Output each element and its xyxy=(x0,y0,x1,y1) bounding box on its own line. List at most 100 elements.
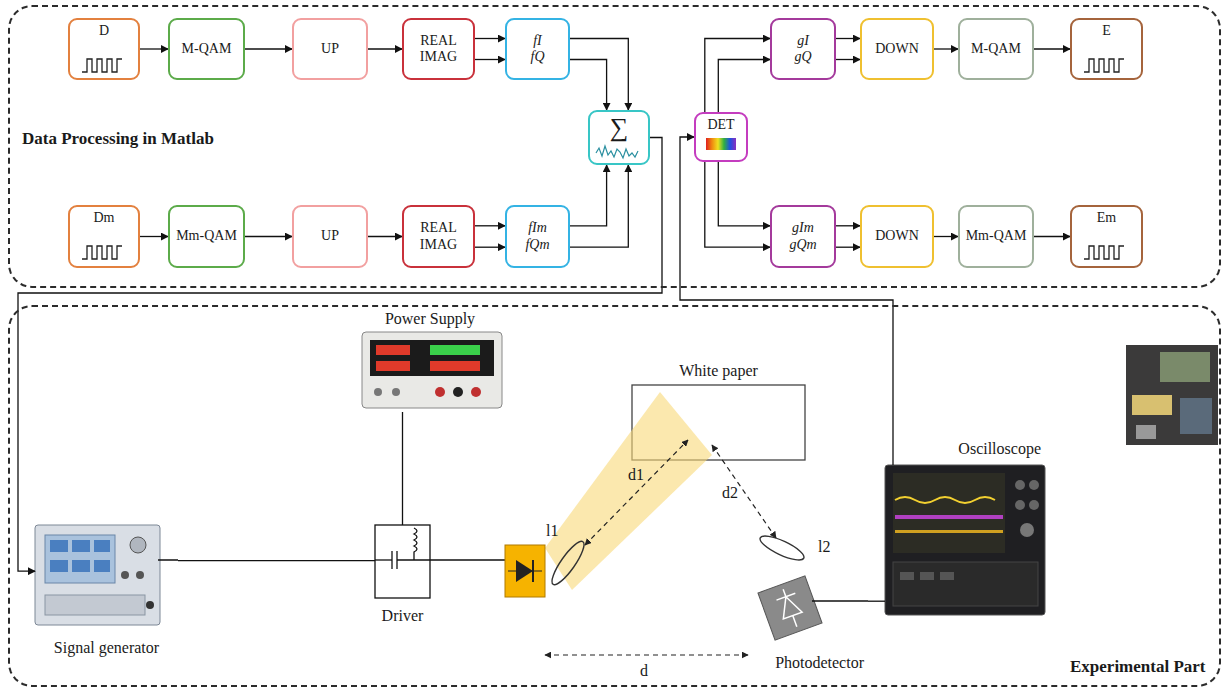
driver-circuit xyxy=(375,525,505,598)
equipment-label: Power Supply xyxy=(385,310,475,328)
signal-generator-image xyxy=(35,525,178,625)
arrow-connector xyxy=(934,48,958,49)
arrow-connector xyxy=(140,236,168,237)
power-supply-image xyxy=(435,387,445,397)
process-box: REAL IMAG xyxy=(402,18,475,80)
lens xyxy=(757,532,806,565)
oscilloscope-image xyxy=(1029,480,1039,490)
lab-photo xyxy=(1180,398,1212,434)
arrow-connector xyxy=(705,39,770,113)
driver-circuit xyxy=(375,525,430,598)
process-box: Dm xyxy=(68,205,140,268)
signal-generator-image xyxy=(146,601,154,609)
power-supply-image xyxy=(430,361,480,371)
box-label: Dm xyxy=(94,210,115,226)
waveform-icon xyxy=(596,146,638,158)
cable-line xyxy=(402,412,403,525)
arrow-connector xyxy=(934,236,958,237)
cable-line xyxy=(178,560,375,561)
box-label: DET xyxy=(707,117,734,133)
dimension-label: d xyxy=(640,662,648,680)
arrow-connector xyxy=(836,225,860,226)
signal-generator-image xyxy=(50,560,68,572)
oscilloscope-image xyxy=(895,530,1003,533)
oscilloscope-image xyxy=(1020,523,1034,537)
arrow-connector xyxy=(475,247,505,248)
square-wave-icons xyxy=(82,59,1124,259)
distance-arrow xyxy=(712,445,776,538)
box-label: UP xyxy=(321,228,339,244)
region-title: Experimental Part xyxy=(1070,657,1206,677)
process-box: M-QAM xyxy=(168,18,245,80)
equipment-item: Signal generator xyxy=(35,525,178,657)
arrow-connector xyxy=(570,60,607,111)
box-label: D xyxy=(99,23,109,39)
process-box: Em xyxy=(1070,205,1143,268)
signal-generator-image xyxy=(50,540,68,552)
arrow-connector xyxy=(245,48,292,49)
led-source xyxy=(505,545,545,597)
process-box: gIm gQm xyxy=(770,205,836,268)
oscilloscope-image xyxy=(900,572,914,580)
box-label: E xyxy=(1102,23,1111,39)
equipment-item: Power Supply xyxy=(355,310,505,412)
signal-generator-image xyxy=(121,571,129,579)
box-label: M-QAM xyxy=(971,41,1021,57)
equipment-label: Driver xyxy=(382,607,424,625)
power-supply-image xyxy=(374,388,382,396)
arrow-connector xyxy=(368,48,402,49)
square-wave-icons xyxy=(82,246,122,259)
power-supply-image xyxy=(370,340,494,376)
square-wave-icons xyxy=(1084,59,1124,72)
oscilloscope-image xyxy=(940,572,954,580)
arrow-connector xyxy=(475,38,505,39)
arrow-connector xyxy=(245,236,292,237)
driver-circuit xyxy=(375,559,392,560)
box-label: Em xyxy=(1097,210,1116,226)
equipment-label: Photodetector xyxy=(775,654,864,672)
signal-generator-image xyxy=(72,560,90,572)
dimension-label: d1 xyxy=(628,466,644,484)
box-label: DOWN xyxy=(875,228,919,244)
arrow-connector xyxy=(475,225,505,226)
arrow-connector xyxy=(18,138,662,572)
signal-generator-image xyxy=(94,540,110,552)
arrow-connector xyxy=(705,162,770,247)
oscilloscope-image xyxy=(892,440,893,465)
lens xyxy=(547,538,588,589)
process-box: Mm-QAM xyxy=(958,205,1034,268)
lab-photo xyxy=(1126,345,1218,445)
led-source xyxy=(508,571,542,572)
dashed-region: Experimental Part Power SupplySignal gene… xyxy=(8,305,1221,687)
distance-arrow xyxy=(585,440,688,545)
oscilloscope-image xyxy=(1015,500,1025,510)
box-label: DOWN xyxy=(875,41,919,57)
process-box: Mm-QAM xyxy=(168,205,245,268)
dashed-region: Data Processing in MatlabDM-QAMUPREAL IM… xyxy=(8,5,1221,288)
box-label: REAL IMAG xyxy=(416,220,462,252)
arrow-connector xyxy=(718,162,770,226)
oscilloscope-image xyxy=(885,440,1045,615)
power-supply-image xyxy=(453,387,463,397)
oscilloscope-image xyxy=(893,473,1005,553)
signal-generator-image xyxy=(158,559,178,561)
process-box: REAL IMAG xyxy=(402,205,475,268)
equipment-item: Photodetector xyxy=(752,575,868,672)
oscilloscope-image xyxy=(895,515,1003,519)
process-box: M-QAM xyxy=(958,18,1034,80)
dimension-label: d2 xyxy=(722,484,738,502)
oscilloscope-image xyxy=(895,497,995,503)
process-box: DOWN xyxy=(860,18,934,80)
process-box: fI fQ xyxy=(505,18,570,80)
oscilloscope-image xyxy=(893,562,1038,606)
box-label: gIm gQm xyxy=(789,220,817,252)
box-label: gI gQ xyxy=(792,33,814,65)
process-box: D xyxy=(68,18,140,80)
photodetector-symbol xyxy=(758,576,822,640)
dimension-label: l1 xyxy=(546,522,558,540)
box-label: UP xyxy=(321,41,339,57)
photodetector-symbol xyxy=(758,576,822,640)
equipment-label: Oscilloscope xyxy=(958,440,1041,458)
process-box: E xyxy=(1070,18,1143,80)
